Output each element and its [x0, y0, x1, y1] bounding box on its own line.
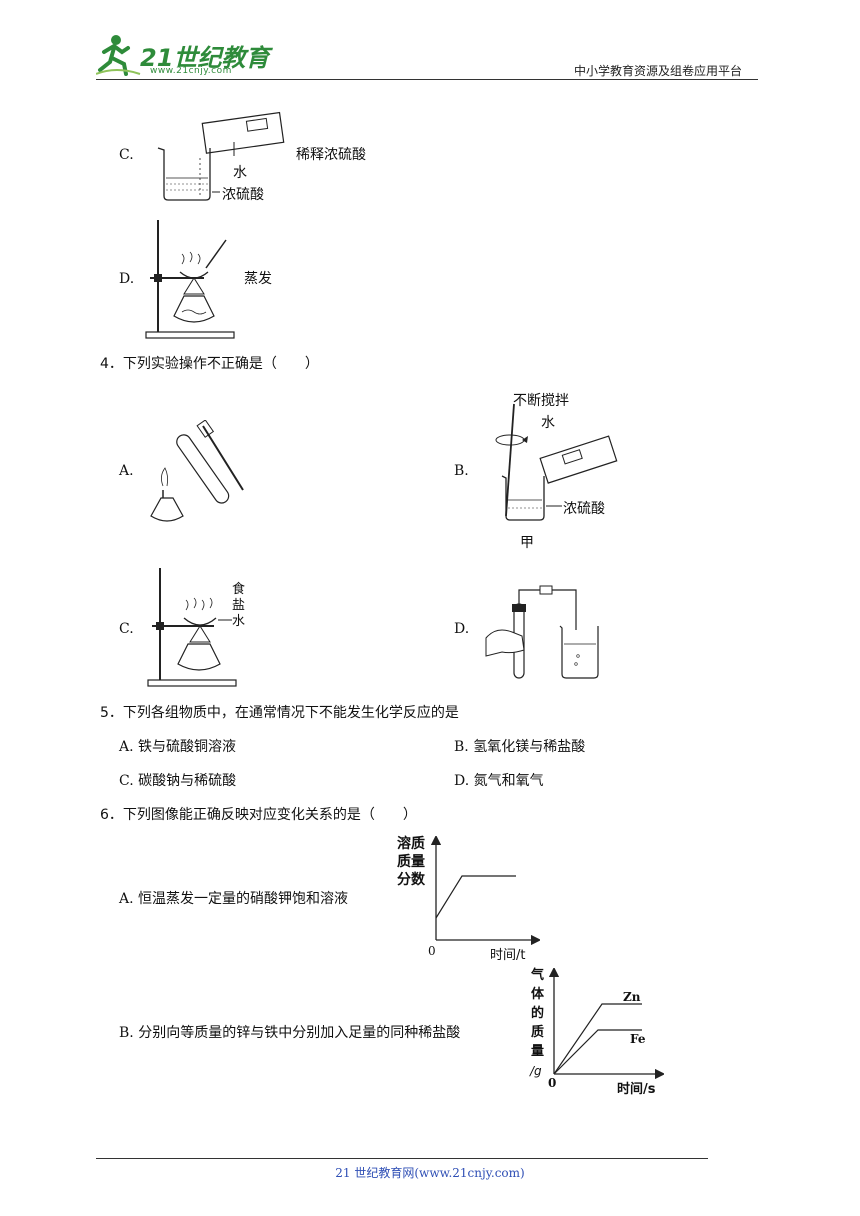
- chart-a-ylabel-2: 质量: [397, 854, 425, 870]
- q6-option-a-letter: A.: [119, 891, 134, 907]
- q6-option-a-text: 恒温蒸发一定量的硝酸钾饱和溶液: [138, 891, 349, 907]
- chart-b-ylabel-6: /g: [530, 1064, 542, 1078]
- q5-option-c-letter: C.: [119, 773, 134, 789]
- chart-b-origin: 0: [548, 1076, 557, 1090]
- q5-stem: 5．下列各组物质中，在通常情况下不能发生化学反应的是: [100, 705, 459, 721]
- header-rule: [96, 79, 758, 80]
- q5-option-d-text: 氮气和氧气: [473, 773, 544, 789]
- chart-b-xlabel: 时间/s: [617, 1082, 656, 1097]
- q4-option-a-letter: A.: [119, 463, 134, 479]
- label-salt-2: 盐: [232, 598, 246, 613]
- chart-b-label-zn: Zn: [623, 990, 641, 1004]
- q6-option-a: A. 恒温蒸发一定量的硝酸钾饱和溶液: [119, 890, 348, 908]
- diluting-acid-stir-diagram: [495, 403, 618, 521]
- q5-option-d: D. 氮气和氧气: [454, 772, 544, 790]
- q5-option-b: B. 氢氧化镁与稀盐酸: [454, 738, 585, 756]
- chart-b-series-fe: [553, 1029, 642, 1075]
- chart-b-series-zn: [553, 1003, 642, 1075]
- diluting-acid-diagram: [157, 111, 285, 201]
- evaporating-salt-water-diagram: [147, 568, 237, 687]
- evaporation-diagram: [145, 220, 235, 339]
- label-water: 水: [233, 165, 247, 181]
- q6-option-b-text: 分别向等质量的锌与铁中分别加入足量的同种稀盐酸: [138, 1025, 461, 1041]
- q5-option-a-letter: A.: [119, 739, 134, 755]
- label-conc-acid: 浓硫酸: [222, 187, 264, 203]
- q5-option-a: A. 铁与硫酸铜溶液: [119, 738, 236, 756]
- q6-option-b: B. 分别向等质量的锌与铁中分别加入足量的同种稀盐酸: [119, 1024, 460, 1042]
- chart-b-ylabel-4: 质: [531, 1025, 545, 1040]
- chart-a-series-line: [435, 875, 516, 919]
- chart-a-xlabel: 时间/t: [490, 948, 526, 963]
- footer-text: 21 世纪教育网(www.21cnjy.com): [335, 1166, 525, 1180]
- q5-option-a-text: 铁与硫酸铜溶液: [138, 739, 237, 755]
- q3-option-c-letter: C.: [119, 147, 134, 163]
- footer-rule: [96, 1158, 708, 1159]
- logo-text: 21世纪教育: [140, 44, 270, 72]
- logo-url: www.21cnjy.com: [150, 66, 232, 76]
- header-logo: [95, 30, 266, 80]
- chart-b-ylabel-5: 量: [531, 1044, 545, 1059]
- chart-a: [430, 836, 540, 946]
- q3-option-d-letter: D.: [119, 271, 135, 287]
- q4-option-c-letter: C.: [119, 621, 134, 637]
- q3-option-c-desc: 稀释浓硫酸: [296, 147, 366, 163]
- q3-option-d-desc: 蒸发: [244, 271, 272, 287]
- label-stir: 不断搅拌: [513, 393, 569, 409]
- chart-a-ylabel-3: 分数: [397, 872, 425, 888]
- q5-option-c: C. 碳酸钠与稀硫酸: [119, 772, 236, 790]
- heating-test-tube-diagram: [150, 420, 244, 522]
- q6-stem: 6．下列图像能正确反映对应变化关系的是（ ）: [100, 807, 417, 823]
- chart-a-origin: 0: [428, 944, 436, 958]
- q5-option-b-letter: B.: [454, 739, 469, 755]
- label-jia: 甲: [520, 535, 534, 551]
- label-b-water: 水: [541, 415, 555, 431]
- chart-b-ylabel-1: 气: [531, 968, 545, 983]
- q5-option-c-text: 碳酸钠与稀硫酸: [138, 773, 237, 789]
- runner-logo-icon: [95, 35, 141, 76]
- q4-option-b-letter: B.: [454, 463, 469, 479]
- q5-option-d-letter: D.: [454, 773, 470, 789]
- q4-stem: 4．下列实验操作不正确是（ ）: [100, 356, 319, 372]
- q6-option-b-letter: B.: [119, 1025, 134, 1041]
- chart-b-ylabel-3: 的: [531, 1006, 545, 1021]
- chart-b-ylabel-2: 体: [531, 987, 545, 1002]
- label-salt-1: 食: [232, 582, 246, 597]
- chart-a-ylabel-1: 溶质: [397, 836, 425, 852]
- q5-option-b-text: 氢氧化镁与稀盐酸: [473, 739, 586, 755]
- label-b-acid: 浓硫酸: [563, 501, 605, 517]
- airtightness-check-diagram: [485, 585, 599, 679]
- chart-b-label-fe: Fe: [630, 1032, 646, 1046]
- chart-b: [548, 968, 664, 1080]
- label-salt-3: 水: [232, 614, 246, 629]
- q4-option-d-letter: D.: [454, 621, 470, 637]
- platform-name: 中小学教育资源及组卷应用平台: [574, 64, 743, 78]
